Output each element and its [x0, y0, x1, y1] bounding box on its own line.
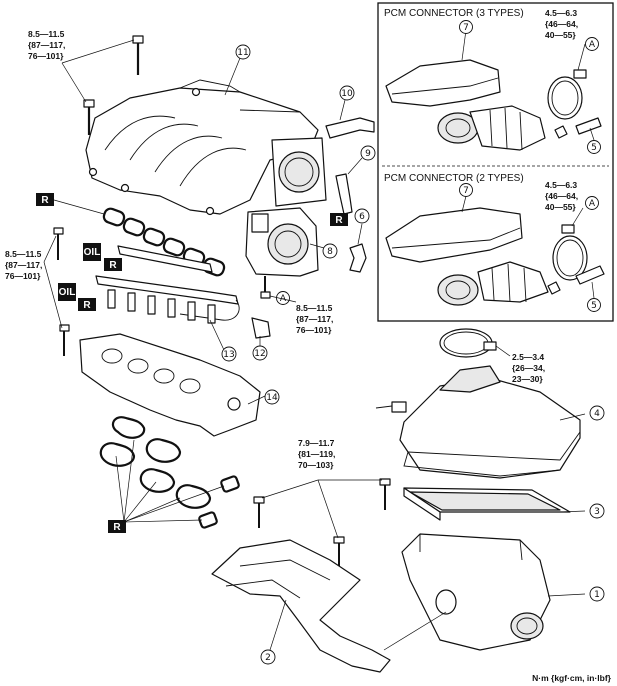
- callout-1: 1: [589, 586, 605, 602]
- replace-marker-injector-upper: R: [104, 258, 122, 271]
- svg-text:7: 7: [463, 186, 469, 196]
- torque-throttle-line3: 76—101}: [296, 325, 332, 335]
- torque-upper-line1: 8.5—11.5: [28, 29, 65, 39]
- callout-3: 3: [589, 503, 605, 519]
- svg-text:6: 6: [359, 212, 365, 222]
- torque-bracket-line2: {81—119,: [298, 449, 335, 459]
- callout-10: 10: [339, 85, 355, 101]
- svg-text:4: 4: [594, 409, 600, 419]
- upper-intake-manifold: [85, 57, 319, 216]
- fuel-pulsation-damper: [251, 317, 271, 346]
- svg-text:OIL: OIL: [59, 287, 76, 298]
- lower-intake-manifold: [79, 333, 266, 437]
- svg-text:OIL: OIL: [84, 247, 101, 258]
- inset-title-2-types: PCM CONNECTOR (2 TYPES): [384, 173, 524, 184]
- torque-clamp-main-line2: {26—34,: [512, 363, 545, 373]
- callout-14: 14: [264, 389, 280, 405]
- svg-text:A: A: [589, 199, 596, 209]
- callout-9: 9: [360, 145, 376, 161]
- inset-upper-cover-assembly: [385, 29, 602, 151]
- svg-text:14: 14: [266, 393, 278, 403]
- torque-bracket-line1: 7.9—11.7: [298, 438, 335, 448]
- svg-text:11: 11: [237, 48, 248, 58]
- svg-text:5: 5: [591, 143, 597, 153]
- air-hose-clamp: [439, 328, 511, 358]
- svg-text:A: A: [589, 40, 596, 50]
- torque-throttle-line2: {87—117,: [296, 314, 333, 324]
- callout-13: 13: [221, 346, 237, 362]
- inset-lower-cover-assembly: [385, 195, 605, 306]
- vacuum-hose-9: [335, 157, 363, 215]
- torque-upper-line3: 76—101}: [28, 51, 64, 61]
- air-cleaner-element: [403, 487, 586, 521]
- torque-left-line1: 8.5—11.5: [5, 249, 42, 259]
- svg-text:3: 3: [594, 507, 600, 517]
- callout-a-lower: A: [585, 196, 599, 210]
- callout-a-upper: A: [585, 37, 599, 51]
- left-bolts: [43, 227, 70, 356]
- torque-clamp-inset-3-line3: 40—55}: [545, 30, 576, 40]
- torque-units-label: N·m {kgf·cm, in·lbf}: [532, 673, 612, 683]
- torque-left-line3: 76—101}: [5, 271, 41, 281]
- torque-throttle-line1: 8.5—11.5: [296, 303, 333, 313]
- callout-6: 6: [354, 208, 370, 224]
- replace-marker-throttle-gasket: R: [330, 213, 348, 226]
- replace-marker-lower-gaskets: R: [108, 439, 225, 533]
- bracket-bolts: [253, 478, 391, 568]
- svg-text:10: 10: [341, 89, 353, 99]
- torque-clamp-inset-2-line1: 4.5—6.3: [545, 180, 577, 190]
- svg-text:R: R: [83, 300, 91, 311]
- svg-text:1: 1: [594, 590, 600, 600]
- callout-12: 12: [252, 345, 268, 361]
- air-cleaner-cover: [375, 365, 586, 479]
- oil-marker-lower: OIL: [58, 283, 76, 301]
- callout-2: 2: [260, 649, 276, 665]
- callout-7-upper: 7: [459, 20, 473, 34]
- svg-text:R: R: [335, 215, 343, 226]
- torque-clamp-inset-2-line2: {46—64,: [545, 191, 578, 201]
- torque-clamp-main-line3: 23—30}: [512, 374, 543, 384]
- torque-left-line2: {87—117,: [5, 260, 42, 270]
- vacuum-hose-6: [349, 223, 367, 273]
- callout-5-upper: 5: [587, 140, 601, 154]
- svg-text:R: R: [41, 195, 49, 206]
- svg-text:2: 2: [265, 653, 271, 663]
- replace-marker-manifold-gaskets: R: [36, 193, 105, 215]
- callout-5-lower: 5: [587, 298, 601, 312]
- throttle-body-upper-flange: [271, 137, 327, 207]
- pcv-hose: [325, 99, 375, 139]
- svg-text:R: R: [113, 522, 121, 533]
- svg-text:5: 5: [591, 301, 597, 311]
- callout-4: 4: [589, 405, 605, 421]
- callout-7-lower: 7: [459, 183, 473, 197]
- torque-clamp-inset-3-line2: {46—64,: [545, 19, 578, 29]
- throttle-body: [245, 207, 325, 277]
- torque-bracket-line3: 70—103}: [298, 460, 334, 470]
- air-cleaner-case: [383, 533, 586, 651]
- svg-text:8: 8: [327, 247, 333, 257]
- oil-marker-upper: OIL: [83, 243, 101, 261]
- svg-text:12: 12: [254, 349, 265, 359]
- fuel-rail-and-injectors: [95, 245, 240, 351]
- svg-text:7: 7: [463, 23, 469, 33]
- pcm-connector-inset: PCM CONNECTOR (3 TYPES) PCM CONNECTOR (2…: [377, 2, 614, 322]
- inset-title-3-types: PCM CONNECTOR (3 TYPES): [384, 8, 524, 19]
- svg-text:13: 13: [223, 350, 234, 360]
- torque-clamp-inset-2-line3: 40—55}: [545, 202, 576, 212]
- callout-8: 8: [322, 243, 338, 259]
- throttle-bolt: [260, 276, 297, 303]
- torque-clamp-inset-3-line1: 4.5—6.3: [545, 8, 577, 18]
- upper-manifold-bolts: [61, 35, 144, 135]
- torque-upper-line2: {87—117,: [28, 40, 65, 50]
- callout-11: 11: [235, 44, 251, 60]
- lower-manifold-gaskets: [99, 416, 240, 529]
- svg-text:9: 9: [365, 149, 371, 159]
- svg-text:R: R: [109, 260, 117, 271]
- replace-marker-injector-lower: R: [78, 298, 96, 311]
- air-intake-duct: [211, 539, 391, 673]
- torque-clamp-main-line1: 2.5—3.4: [512, 352, 544, 362]
